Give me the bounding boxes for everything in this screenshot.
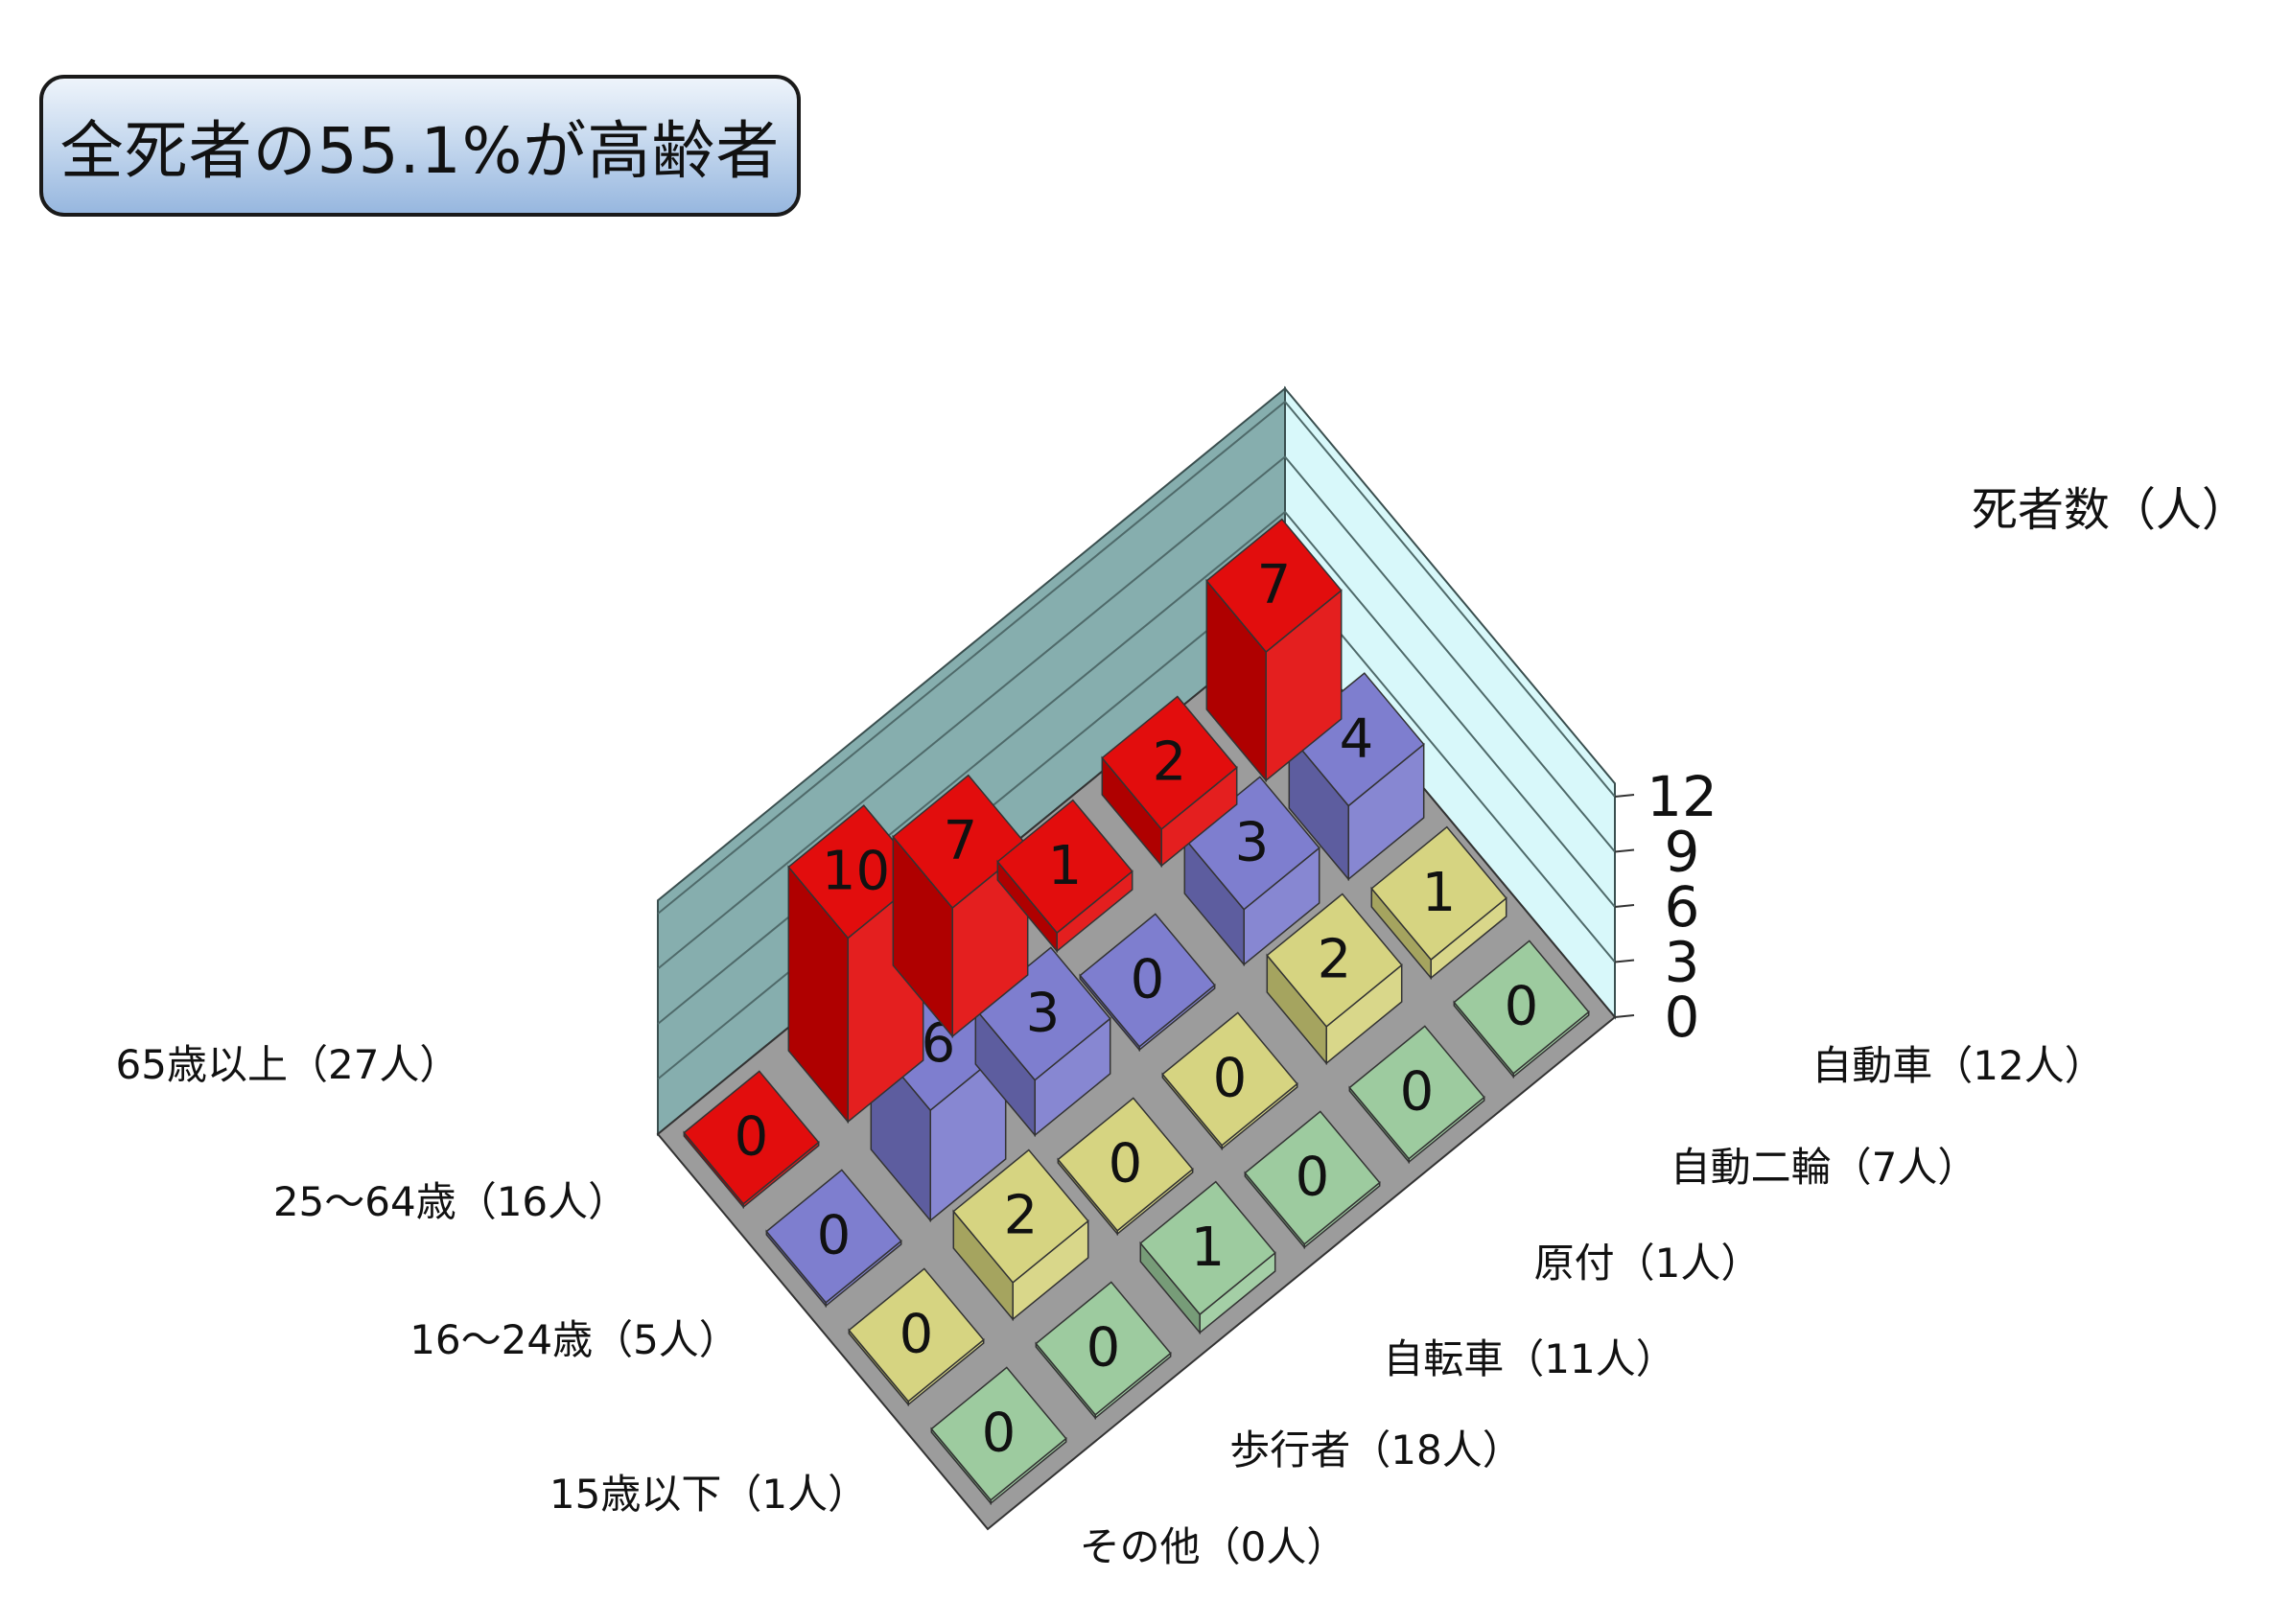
bar bbox=[848, 1267, 985, 1407]
z-tick-label: 0 bbox=[1665, 985, 1700, 1050]
bar-value-label: 10 bbox=[822, 840, 890, 902]
category-label: 自動二輪（7人） bbox=[1671, 1144, 1978, 1191]
bar bbox=[1370, 825, 1507, 981]
bar-top-face bbox=[1348, 1025, 1485, 1160]
bar-top-face bbox=[1288, 672, 1425, 807]
bar-value-label: 3 bbox=[1026, 983, 1061, 1045]
bar-top-face bbox=[848, 1267, 985, 1403]
gridline bbox=[657, 455, 1616, 970]
bar-value-label: 1 bbox=[1422, 862, 1457, 924]
bar bbox=[1348, 1025, 1485, 1165]
bar-top-face bbox=[1035, 1281, 1172, 1416]
bar-value-label: 2 bbox=[1318, 929, 1352, 991]
bar-value-label: 7 bbox=[1257, 554, 1292, 616]
bar-top-face bbox=[1101, 695, 1238, 830]
bar bbox=[996, 799, 1133, 954]
bar bbox=[1183, 776, 1320, 967]
bar-value-label: 2 bbox=[1153, 731, 1187, 794]
bar-top-face bbox=[996, 799, 1133, 935]
bar-value-label: 0 bbox=[1109, 1133, 1143, 1195]
bar-top-face bbox=[974, 946, 1111, 1081]
bar-top-face bbox=[1139, 1180, 1276, 1316]
chart-title-box: 全死者の55.1%が高齢者 bbox=[39, 75, 801, 217]
bar-value-label: 4 bbox=[1340, 708, 1374, 770]
bar bbox=[1079, 913, 1216, 1053]
series-label: 15歳以下（1人） bbox=[549, 1471, 868, 1518]
bar-top-face bbox=[765, 1169, 902, 1304]
bar-value-label: 0 bbox=[735, 1106, 769, 1169]
bar-value-label: 3 bbox=[1235, 812, 1270, 874]
z-tick-label: 3 bbox=[1665, 930, 1700, 995]
bar-top-face bbox=[1183, 776, 1320, 911]
bar bbox=[930, 1366, 1067, 1506]
series-label: 25～64歳（16人） bbox=[273, 1178, 628, 1225]
bar-top-face bbox=[1370, 825, 1507, 962]
bar-top-face bbox=[1244, 1110, 1381, 1245]
z-tick-mark bbox=[1614, 794, 1635, 798]
category-label: その他（0人） bbox=[1080, 1523, 1347, 1570]
category-label: 自動車（12人） bbox=[1811, 1042, 2104, 1089]
bar-top-face bbox=[1205, 518, 1343, 654]
z-tick-label: 12 bbox=[1647, 764, 1718, 829]
bar-value-label: 7 bbox=[944, 810, 978, 872]
bar bbox=[952, 1148, 1089, 1322]
bar-value-label: 0 bbox=[900, 1304, 934, 1366]
bar-value-label: 2 bbox=[1004, 1185, 1039, 1247]
bar-value-label: 0 bbox=[1087, 1317, 1121, 1380]
bar bbox=[1288, 672, 1425, 882]
series-label: 65歳以上（27人） bbox=[116, 1041, 460, 1088]
bar-value-label: 1 bbox=[1048, 835, 1083, 897]
bar-value-label: 1 bbox=[1191, 1217, 1226, 1279]
bar bbox=[1139, 1180, 1276, 1335]
category-label: 自転車（11人） bbox=[1383, 1335, 1675, 1382]
z-tick-mark bbox=[1614, 959, 1635, 963]
gridline bbox=[657, 400, 1616, 915]
bar bbox=[1244, 1110, 1381, 1250]
bar bbox=[1205, 518, 1343, 783]
bar bbox=[1035, 1281, 1172, 1421]
bar-top-face bbox=[1057, 1097, 1194, 1232]
z-tick-mark bbox=[1614, 1014, 1635, 1018]
chart-title: 全死者の55.1%が高齢者 bbox=[59, 114, 781, 188]
bar bbox=[1453, 940, 1590, 1079]
bar-value-label: 0 bbox=[1296, 1147, 1330, 1209]
category-label: 歩行者（18人） bbox=[1229, 1427, 1522, 1473]
bar-value-label: 0 bbox=[1400, 1061, 1435, 1124]
bar-top-face bbox=[1266, 893, 1403, 1028]
bar-top-face bbox=[683, 1070, 820, 1205]
category-label: 原付（1人） bbox=[1534, 1240, 1762, 1287]
z-axis-label: 死者数（人） bbox=[1972, 483, 2248, 537]
bar bbox=[1101, 695, 1238, 869]
bar-value-label: 0 bbox=[1131, 949, 1165, 1011]
bar-top-face bbox=[1079, 913, 1216, 1048]
bar-top-face bbox=[1453, 940, 1590, 1075]
bar bbox=[1161, 1011, 1298, 1151]
bar bbox=[974, 946, 1111, 1138]
bar bbox=[683, 1070, 820, 1210]
z-tick-mark bbox=[1614, 904, 1635, 908]
z-tick-mark bbox=[1614, 848, 1635, 853]
bar-top-face bbox=[952, 1148, 1089, 1284]
bar-top-face bbox=[1161, 1011, 1298, 1147]
z-tick-label: 6 bbox=[1665, 874, 1700, 940]
series-label: 16～24歳（5人） bbox=[409, 1316, 739, 1363]
bar bbox=[1057, 1097, 1194, 1237]
bar-value-label: 0 bbox=[1213, 1048, 1248, 1110]
bar-value-label: 0 bbox=[982, 1403, 1016, 1465]
bar bbox=[1266, 893, 1403, 1066]
bar bbox=[765, 1169, 902, 1309]
bar-value-label: 0 bbox=[1505, 976, 1539, 1038]
bar-value-label: 0 bbox=[817, 1205, 852, 1267]
z-tick-label: 9 bbox=[1665, 820, 1700, 885]
bar-top-face bbox=[930, 1366, 1067, 1501]
